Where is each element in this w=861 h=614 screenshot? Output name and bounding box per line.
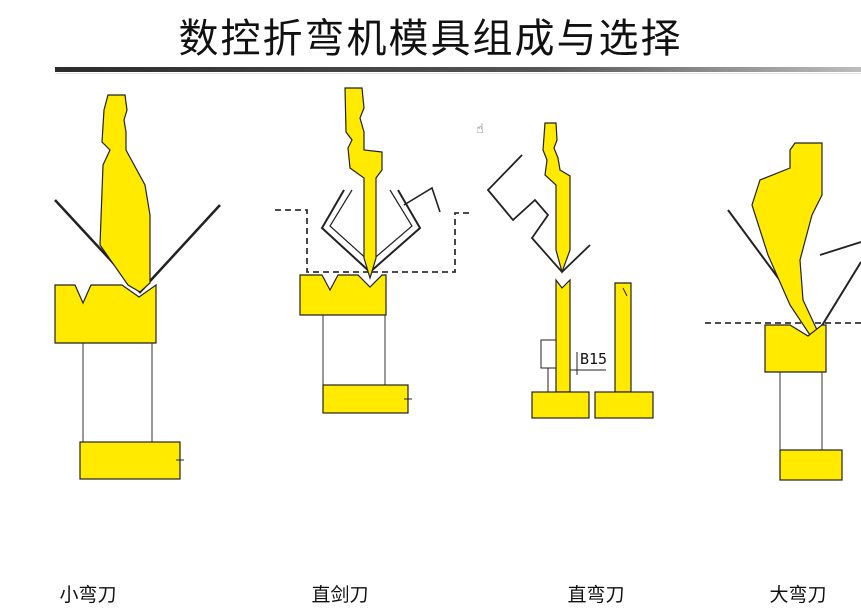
straight-gooseneck-base-left: [531, 391, 590, 419]
large-gooseneck-sheet-flange: [819, 241, 861, 256]
straight-sword-sheet-tail: [403, 186, 441, 213]
title-underline-shadow: [55, 73, 861, 74]
straight-gooseneck-tool-group: B15: [486, 122, 654, 419]
hand-cursor-icon: ☝: [476, 122, 484, 137]
small-gooseneck-base: [79, 441, 181, 480]
straight-sword-tool-group: [275, 87, 472, 414]
small-gooseneck-punch: [99, 94, 151, 293]
small-gooseneck-die: [54, 283, 157, 344]
large-gooseneck-punch: [751, 142, 823, 336]
caption-large-gooseneck: 大弯刀: [769, 584, 827, 606]
straight-gooseneck-die: [555, 278, 571, 393]
straight-sword-base: [322, 384, 409, 414]
large-gooseneck-die: [764, 324, 827, 373]
large-gooseneck-tool-group: [705, 142, 861, 481]
straight-gooseneck-backgauge-mark: [622, 287, 628, 297]
straight-gooseneck-clamp: [540, 339, 557, 369]
small-gooseneck-tool-group: [54, 94, 221, 480]
straight-sword-flange-left: [275, 209, 372, 273]
caption-small-gooseneck: 小弯刀: [59, 584, 117, 606]
straight-gooseneck-backgauge: [614, 282, 632, 393]
straight-gooseneck-punch: [542, 122, 571, 274]
straight-sword-punch: [344, 87, 383, 281]
large-gooseneck-base: [779, 449, 843, 481]
title-underline: [55, 67, 861, 72]
caption-straight-gooseneck: 直弯刀: [567, 584, 625, 606]
straight-sword-flange-right: [372, 212, 472, 273]
straight-gooseneck-base-right: [594, 391, 654, 419]
straight-sword-die: [299, 274, 387, 316]
straight-gooseneck-dim-label: B15: [580, 350, 607, 368]
page-title: 数控折弯机模具组成与选择: [178, 16, 683, 62]
caption-straight-sword: 直剑刀: [311, 584, 369, 606]
straight-gooseneck-sheet: [486, 154, 591, 274]
